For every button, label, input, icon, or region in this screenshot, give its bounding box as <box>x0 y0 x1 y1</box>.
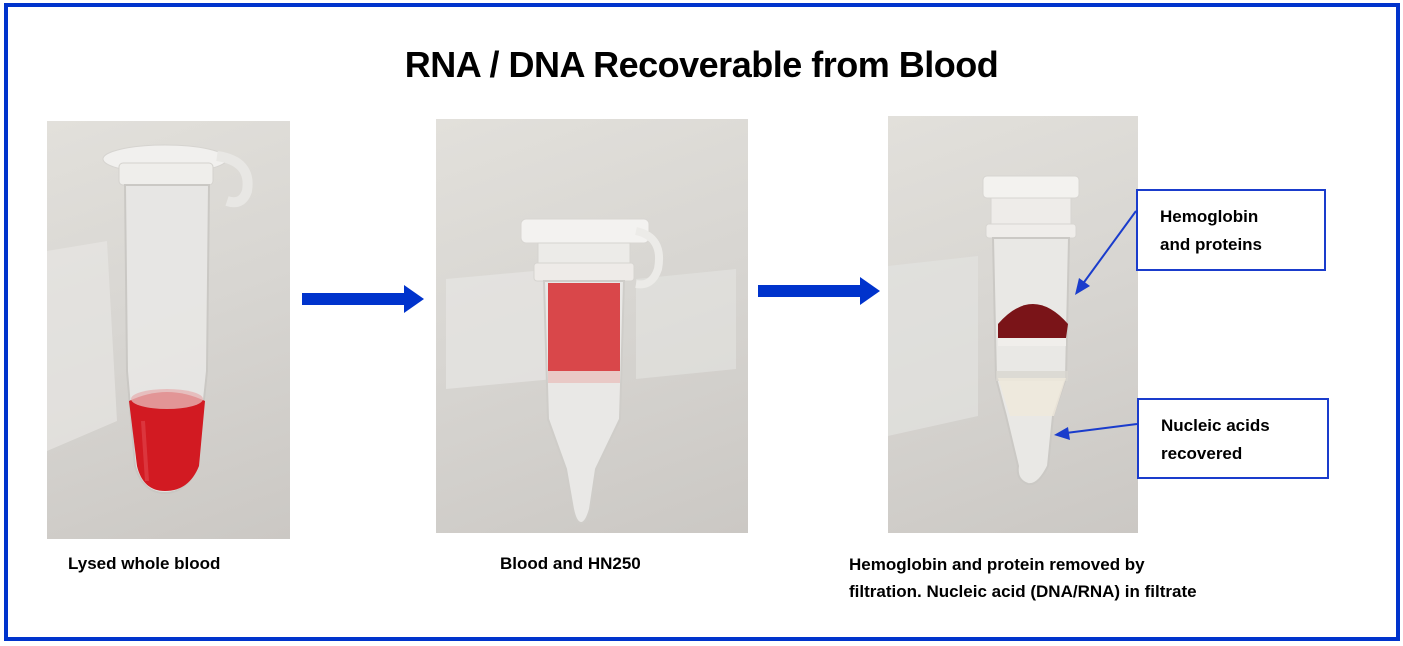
right-arrow-icon <box>302 285 424 313</box>
figure-title: RNA / DNA Recoverable from Blood <box>404 44 999 85</box>
right-arrow-icon <box>758 277 880 305</box>
callout-line: Nucleic acids <box>1161 416 1270 435</box>
callout-line: recovered <box>1161 444 1243 463</box>
callout-hemoglobin-and-proteins: Hemoglobin and proteins <box>1136 189 1326 271</box>
caption-lysed-whole-blood: Lysed whole blood <box>68 554 221 573</box>
callout-line: Hemoglobin <box>1160 207 1259 226</box>
tube-illustration-3 <box>888 175 1080 486</box>
caption-line-1: Hemoglobin and protein removed by <box>849 555 1145 574</box>
photo-after-filtration <box>888 116 1138 533</box>
caption-line-2: filtration. Nucleic acid (DNA/RNA) in fi… <box>849 582 1197 601</box>
tube-illustration-1 <box>47 144 253 495</box>
photo-blood-and-hn250 <box>436 119 748 533</box>
tube-illustration-2 <box>446 218 736 525</box>
callout-line: and proteins <box>1160 235 1263 254</box>
caption-after-filtration: Hemoglobin and protein removed by filtra… <box>849 551 1197 605</box>
callout-nucleic-acids-recovered: Nucleic acids recovered <box>1137 398 1329 479</box>
photo-lysed-whole-blood <box>47 121 290 539</box>
caption-blood-and-hn250: Blood and HN250 <box>500 554 641 573</box>
